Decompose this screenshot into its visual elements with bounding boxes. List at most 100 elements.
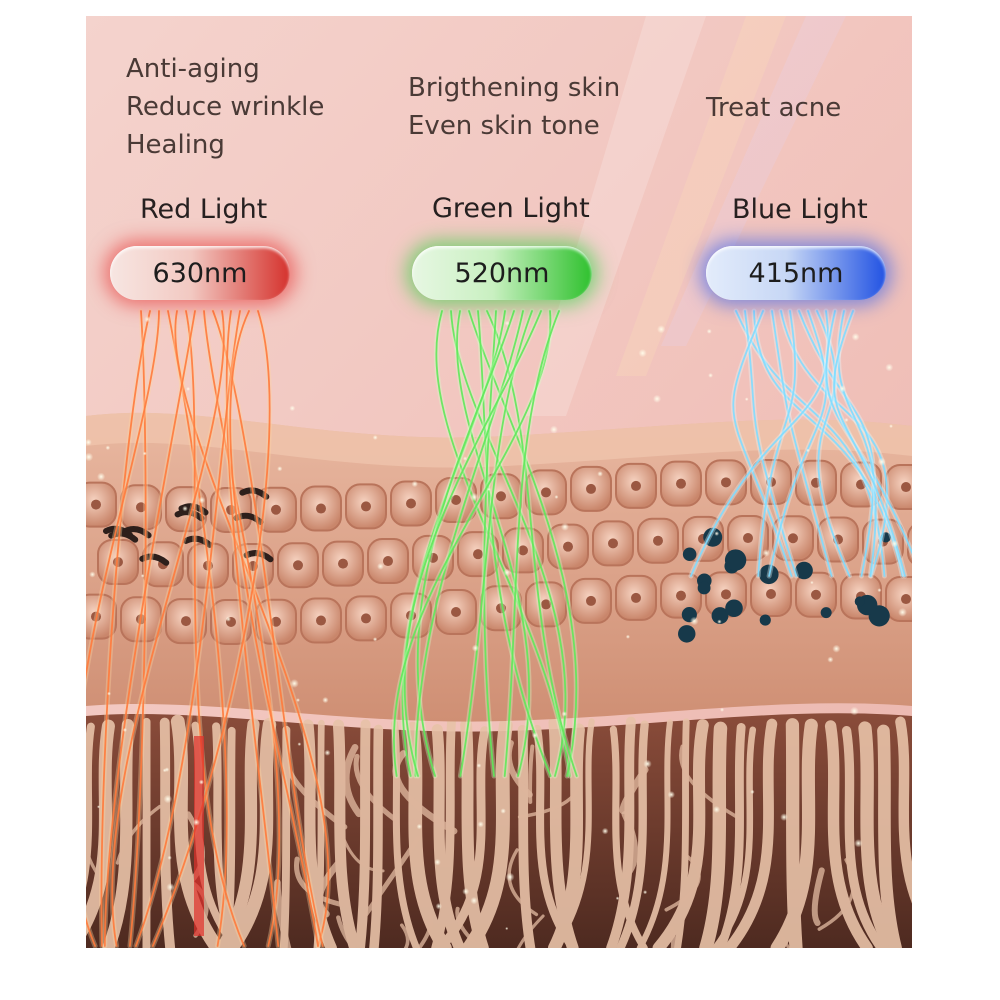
sparkle	[549, 425, 558, 434]
collagen-fibre	[391, 719, 421, 948]
sparkle	[163, 794, 173, 804]
light-beam	[414, 310, 524, 777]
collagen-fibre	[313, 719, 325, 948]
red-benefits-list: Anti-aging Reduce wrinkle Healing	[126, 50, 401, 164]
cell-nucleus	[743, 533, 753, 544]
light-beam	[456, 310, 531, 777]
light-beam	[100, 310, 151, 947]
sparkle	[144, 315, 151, 323]
collagen-fibre	[895, 716, 912, 904]
sparkle	[615, 896, 620, 901]
red-benefit: Healing	[126, 130, 225, 160]
acne-bacteria	[682, 547, 697, 562]
sparkle	[849, 706, 859, 716]
cell-nucleus	[901, 594, 911, 605]
light-beams	[86, 308, 912, 948]
blue-benefits-list: Treat acne	[706, 89, 912, 127]
collagen-fibre	[858, 721, 898, 948]
sparkle	[561, 711, 568, 717]
sparkle	[713, 805, 721, 814]
collagen-fibre	[461, 718, 513, 948]
sparkle	[105, 445, 111, 451]
cell-nucleus	[136, 502, 146, 513]
acne-bacteria	[820, 607, 832, 619]
sparkle	[470, 896, 478, 905]
sparkle	[717, 619, 722, 624]
cell-nucleus	[361, 501, 371, 512]
sparkle	[504, 320, 510, 326]
collagen-fibre	[621, 811, 639, 880]
sparkle	[435, 902, 443, 910]
collagen-fibre	[877, 724, 902, 948]
sparkle	[625, 634, 630, 639]
cell-nucleus	[608, 538, 618, 549]
skin-surface	[86, 412, 912, 468]
light-beam	[86, 310, 160, 947]
cell-nucleus	[496, 491, 506, 502]
acne-bacteria	[678, 625, 696, 643]
collagen-fibre	[102, 718, 135, 948]
collagen-fibre	[779, 933, 791, 948]
collagen-fibre	[679, 744, 743, 822]
collagen-fibre	[770, 718, 818, 948]
cell-nucleus	[901, 482, 911, 493]
sparkle	[167, 855, 172, 860]
sparkle	[657, 325, 666, 334]
cell-nucleus	[631, 592, 641, 603]
collagen-fibre	[636, 719, 673, 948]
collagen-fibre	[400, 923, 410, 948]
light-beam	[435, 310, 571, 777]
collagen-fibre	[316, 855, 346, 918]
collagen-fibre	[455, 906, 484, 948]
collagen-fibre	[547, 723, 585, 948]
sparkle	[714, 531, 720, 536]
cell-nucleus	[766, 589, 776, 600]
sparkle	[708, 372, 714, 378]
red-wavelength: 630nm	[152, 257, 248, 289]
sparkle	[86, 438, 92, 446]
sparkle	[198, 496, 206, 504]
cell-nucleus	[541, 599, 551, 610]
collagen-fibre	[664, 851, 701, 912]
cell-nucleus	[91, 499, 101, 510]
sparkle	[890, 540, 899, 548]
sparkle	[554, 495, 559, 499]
sparkle	[86, 452, 94, 462]
sparkle	[471, 644, 479, 652]
acne-bacteria	[725, 599, 743, 618]
sparkle	[877, 457, 887, 467]
red-benefit: Reduce wrinkle	[126, 92, 325, 122]
collagen-fibre	[392, 750, 458, 835]
cell-nucleus	[811, 477, 821, 488]
collagen-fibre	[517, 762, 583, 819]
collagen-fibre	[282, 743, 348, 830]
collagen-fibre	[216, 718, 260, 948]
cell-nucleus	[518, 545, 528, 556]
sparkle	[372, 637, 378, 642]
sparkle	[854, 839, 863, 848]
red-light-column: Anti-aging Reduce wrinkle Healing Red Li…	[110, 16, 401, 316]
light-beam	[403, 310, 542, 777]
sparkle	[166, 882, 175, 892]
sparkle	[643, 759, 652, 769]
acne-bacteria	[711, 607, 729, 625]
sparkle	[89, 571, 96, 578]
light-beam	[151, 310, 271, 947]
light-beam	[203, 310, 281, 947]
collagen-fibre	[616, 720, 649, 948]
cell-nucleus	[676, 478, 686, 489]
sparkle	[503, 568, 512, 577]
collagen-fibre	[516, 914, 545, 948]
sparkle	[643, 890, 648, 895]
sparkle	[667, 790, 676, 799]
sparkle	[851, 332, 860, 341]
sparkle	[142, 451, 147, 456]
sparkle	[97, 472, 106, 481]
collagen-fibre	[159, 717, 176, 948]
pigment-mark	[182, 535, 213, 548]
sparkle	[477, 821, 484, 828]
collagen-fibre	[336, 820, 385, 873]
light-beam	[825, 310, 912, 555]
cell-nucleus	[316, 503, 326, 514]
blue-wavelength-badge: 415nm	[706, 246, 886, 300]
